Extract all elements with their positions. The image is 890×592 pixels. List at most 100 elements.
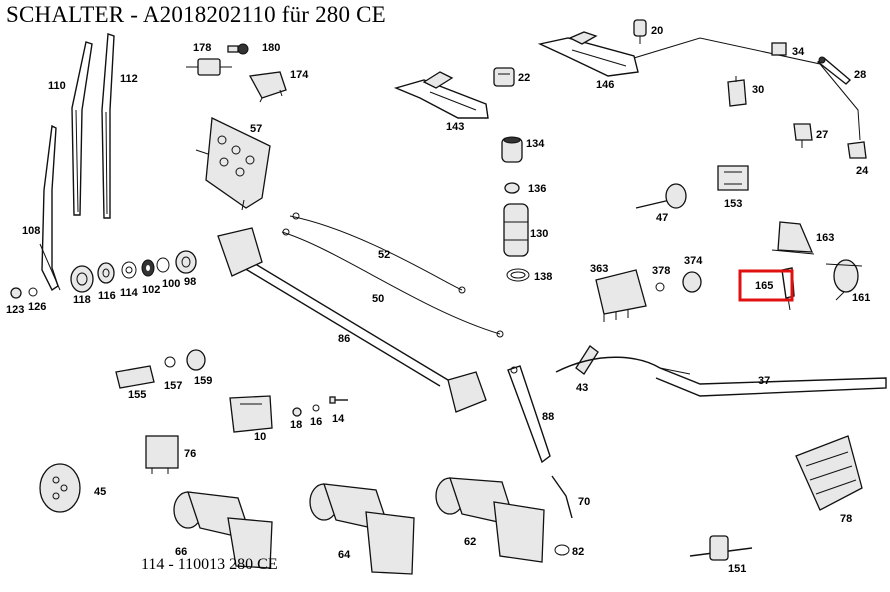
- nut-18[interactable]: [292, 407, 302, 417]
- wiper-arm-108[interactable]: [39, 124, 61, 292]
- seal-102[interactable]: [141, 259, 155, 277]
- motor-66[interactable]: [173, 491, 273, 569]
- spring-136[interactable]: [504, 182, 520, 194]
- label-134: 134: [526, 138, 545, 150]
- lighter-housing-130[interactable]: [503, 203, 529, 257]
- label-57: 57: [250, 123, 262, 135]
- switch-161[interactable]: [825, 259, 863, 301]
- bulb-socket-20[interactable]: [633, 19, 647, 44]
- label-52: 52: [378, 249, 390, 261]
- label-363: 363: [590, 263, 608, 275]
- label-126: 126: [28, 301, 46, 313]
- wiper-blade-110[interactable]: [71, 41, 93, 216]
- label-374: 374: [684, 255, 703, 267]
- housing-78[interactable]: [795, 435, 863, 511]
- screw-14[interactable]: [329, 396, 348, 404]
- clip-70[interactable]: [551, 475, 573, 519]
- washer-100[interactable]: [156, 257, 170, 273]
- wiper-blade-112[interactable]: [101, 33, 115, 219]
- label-178: 178: [193, 42, 211, 54]
- diagram-caption: 114 - 110013 280 CE: [141, 556, 278, 573]
- knob-159[interactable]: [186, 349, 206, 371]
- bulb-holder-151[interactable]: [689, 535, 753, 561]
- label-138: 138: [534, 271, 552, 283]
- label-24: 24: [856, 165, 869, 177]
- washer-16[interactable]: [312, 404, 320, 412]
- label-146: 146: [596, 79, 614, 91]
- fuse-27[interactable]: [793, 123, 813, 148]
- label-118: 118: [73, 294, 91, 306]
- knob-374[interactable]: [682, 271, 702, 293]
- label-28: 28: [854, 69, 866, 81]
- switch-155[interactable]: [115, 365, 155, 389]
- label-37: 37: [758, 375, 770, 387]
- bushing-118[interactable]: [70, 265, 94, 293]
- label-114: 114: [120, 287, 139, 299]
- washer-82[interactable]: [554, 544, 570, 556]
- relay-363[interactable]: [595, 269, 647, 322]
- cable-50[interactable]: [281, 228, 504, 338]
- label-155: 155: [128, 389, 146, 401]
- linkage-37[interactable]: [555, 356, 887, 397]
- washer-157[interactable]: [164, 356, 176, 368]
- label-165: 165: [755, 280, 773, 292]
- label-34: 34: [792, 46, 805, 58]
- label-45: 45: [94, 486, 106, 498]
- connector-178[interactable]: [186, 58, 232, 76]
- label-78: 78: [840, 513, 852, 525]
- lever-88[interactable]: [507, 365, 551, 464]
- label-116: 116: [98, 290, 116, 302]
- wiper-linkage-86[interactable]: [217, 227, 487, 413]
- plug-180[interactable]: [227, 43, 249, 55]
- label-108: 108: [22, 225, 40, 237]
- motor-64[interactable]: [309, 483, 415, 575]
- washer-126[interactable]: [28, 287, 38, 297]
- connector-34[interactable]: [771, 42, 787, 56]
- label-64: 64: [338, 549, 351, 561]
- label-86: 86: [338, 333, 350, 345]
- label-136: 136: [528, 183, 546, 195]
- washer-378[interactable]: [655, 282, 665, 292]
- label-66: 66: [175, 546, 187, 558]
- washer-114[interactable]: [121, 261, 137, 279]
- label-27: 27: [816, 129, 828, 141]
- nut-123[interactable]: [10, 287, 22, 299]
- switch-22[interactable]: [493, 67, 515, 87]
- bushing-116[interactable]: [97, 262, 115, 284]
- page-title: SCHALTER - A2018202110 für 280 CE: [6, 2, 386, 27]
- label-47: 47: [656, 212, 668, 224]
- switch-153[interactable]: [717, 165, 749, 191]
- lighter-knob-134[interactable]: [501, 136, 523, 163]
- label-161: 161: [852, 292, 870, 304]
- ring-138[interactable]: [506, 268, 530, 282]
- label-157: 157: [164, 380, 182, 392]
- label-112: 112: [120, 73, 138, 85]
- label-110: 110: [48, 80, 66, 92]
- label-143: 143: [446, 121, 464, 133]
- knob-47[interactable]: [635, 183, 687, 209]
- relay-76[interactable]: [145, 435, 179, 474]
- switch-30[interactable]: [727, 76, 747, 107]
- label-82: 82: [572, 546, 584, 558]
- motor-62[interactable]: [435, 477, 545, 563]
- cable-28[interactable]: [816, 56, 852, 85]
- highlight-box-165: [738, 269, 794, 302]
- cable-52[interactable]: [289, 212, 466, 294]
- label-14: 14: [332, 413, 345, 425]
- nut-98[interactable]: [175, 250, 197, 274]
- label-159: 159: [194, 375, 212, 387]
- door-handle-146[interactable]: [537, 31, 861, 141]
- label-50: 50: [372, 293, 384, 305]
- label-163: 163: [816, 232, 834, 244]
- housing-163[interactable]: [771, 221, 815, 255]
- bracket-57[interactable]: [195, 117, 271, 211]
- switch-10[interactable]: [229, 395, 273, 433]
- contact-24[interactable]: [847, 141, 867, 159]
- label-70: 70: [578, 496, 590, 508]
- label-20: 20: [651, 25, 663, 37]
- door-handle-143[interactable]: [393, 71, 489, 119]
- label-153: 153: [724, 198, 742, 210]
- relay-174[interactable]: [248, 71, 287, 103]
- plug-45[interactable]: [39, 463, 81, 513]
